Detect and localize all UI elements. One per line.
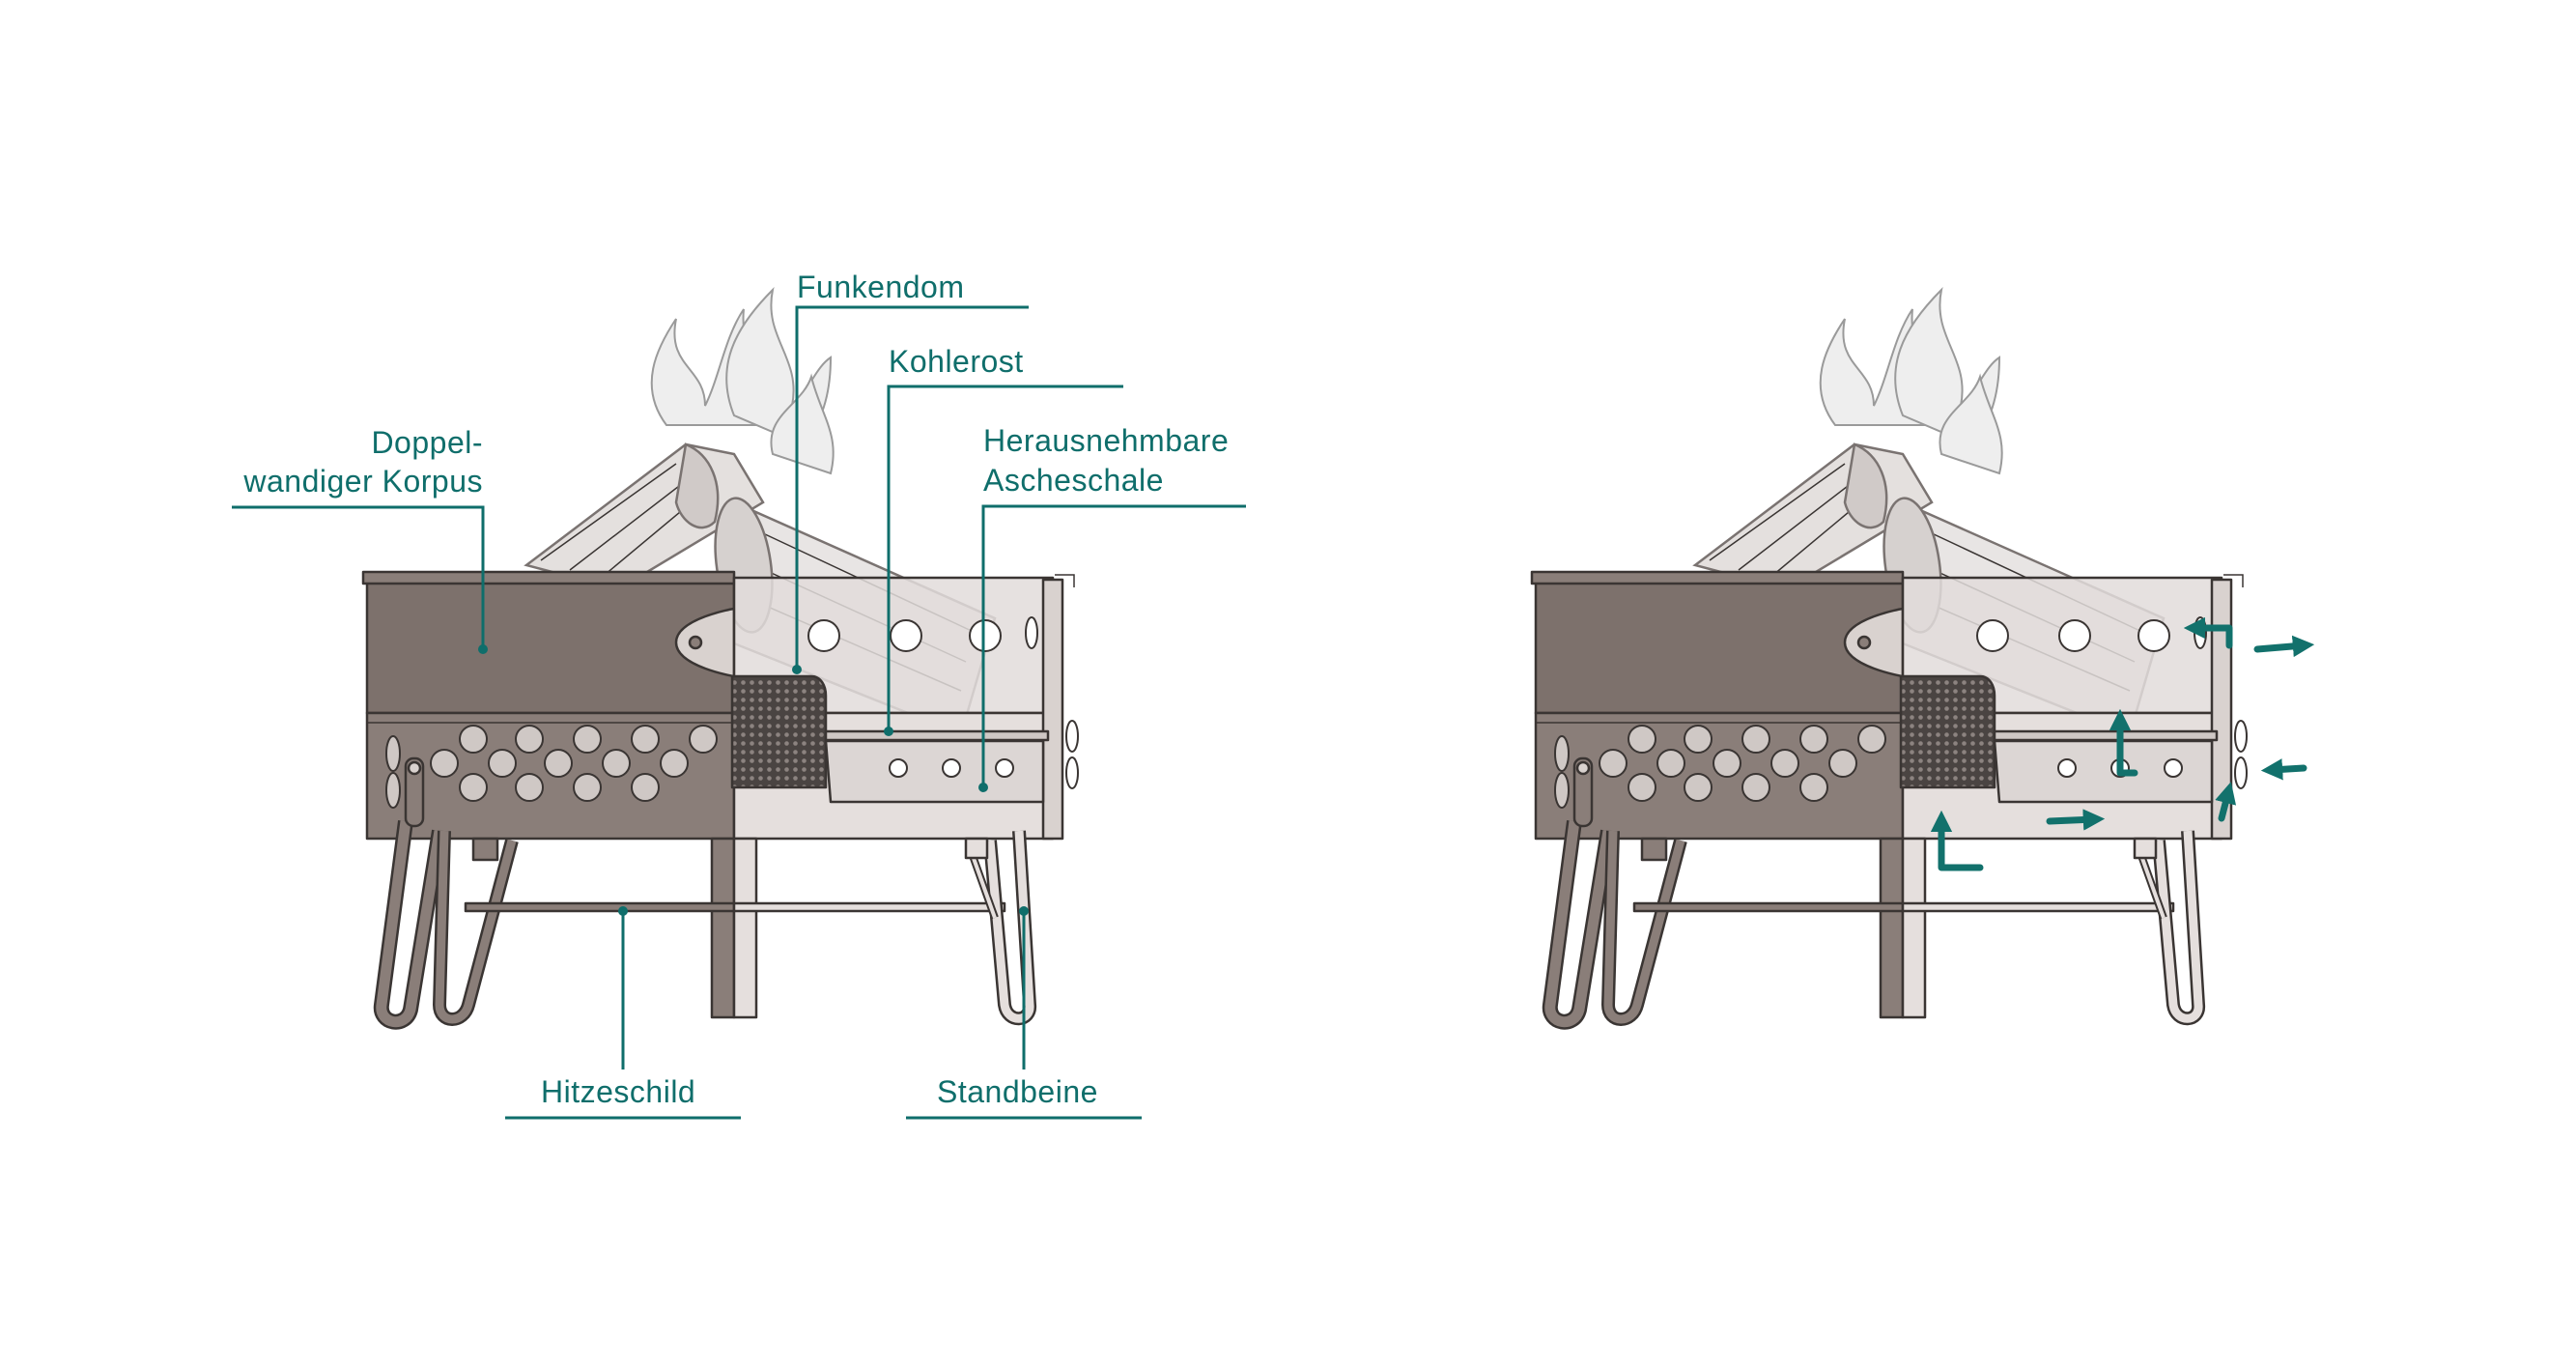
- label-ascheschale-line1: Herausnehmbare: [983, 423, 1229, 458]
- label-kohlerost: Kohlerost: [889, 344, 1024, 379]
- leader-dot: [1019, 906, 1029, 916]
- airflow-arrow-icon: [2183, 616, 2233, 649]
- label-doppel-line2: wandiger Korpus: [242, 464, 483, 499]
- leader-dot: [884, 727, 893, 736]
- label-doppel-line1: Doppel-: [371, 425, 483, 460]
- airflow-arrow-icon: [1930, 810, 1984, 871]
- perforation-holes-light: [807, 616, 1079, 789]
- label-ascheschale-line2: Ascheschale: [983, 463, 1164, 498]
- label-standbeine: Standbeine: [937, 1074, 1098, 1109]
- leader-dot: [978, 783, 988, 792]
- airflow-arrow-icon: [2260, 758, 2307, 781]
- leader-kohlerost: [887, 385, 1123, 731]
- airflow-arrow-icon: [2253, 635, 2315, 658]
- label-funkendom: Funkendom: [797, 270, 964, 304]
- leader-doppel: [232, 505, 485, 649]
- leader-ascheschale: [981, 504, 1246, 787]
- airflow-arrows: [1930, 616, 2315, 871]
- airflow-arrow-icon: [2215, 782, 2237, 822]
- airflow-arrow-icon: [2046, 809, 2106, 831]
- leader-dot: [478, 644, 488, 654]
- label-hitzeschild: Hitzeschild: [541, 1074, 695, 1109]
- perforation-holes-dark-2: [1554, 725, 1886, 809]
- leader-funkendom: [795, 305, 1029, 670]
- perforation-holes-dark: [385, 725, 718, 809]
- fire-bowl-airflow: [1532, 290, 2315, 1022]
- airflow-arrow-icon: [2109, 708, 2138, 777]
- leader-dot: [792, 665, 802, 674]
- leader-dot: [618, 906, 628, 916]
- fire-bowl-labeled: Doppel- wandiger Korpus Funkendom Kohler…: [232, 270, 1246, 1120]
